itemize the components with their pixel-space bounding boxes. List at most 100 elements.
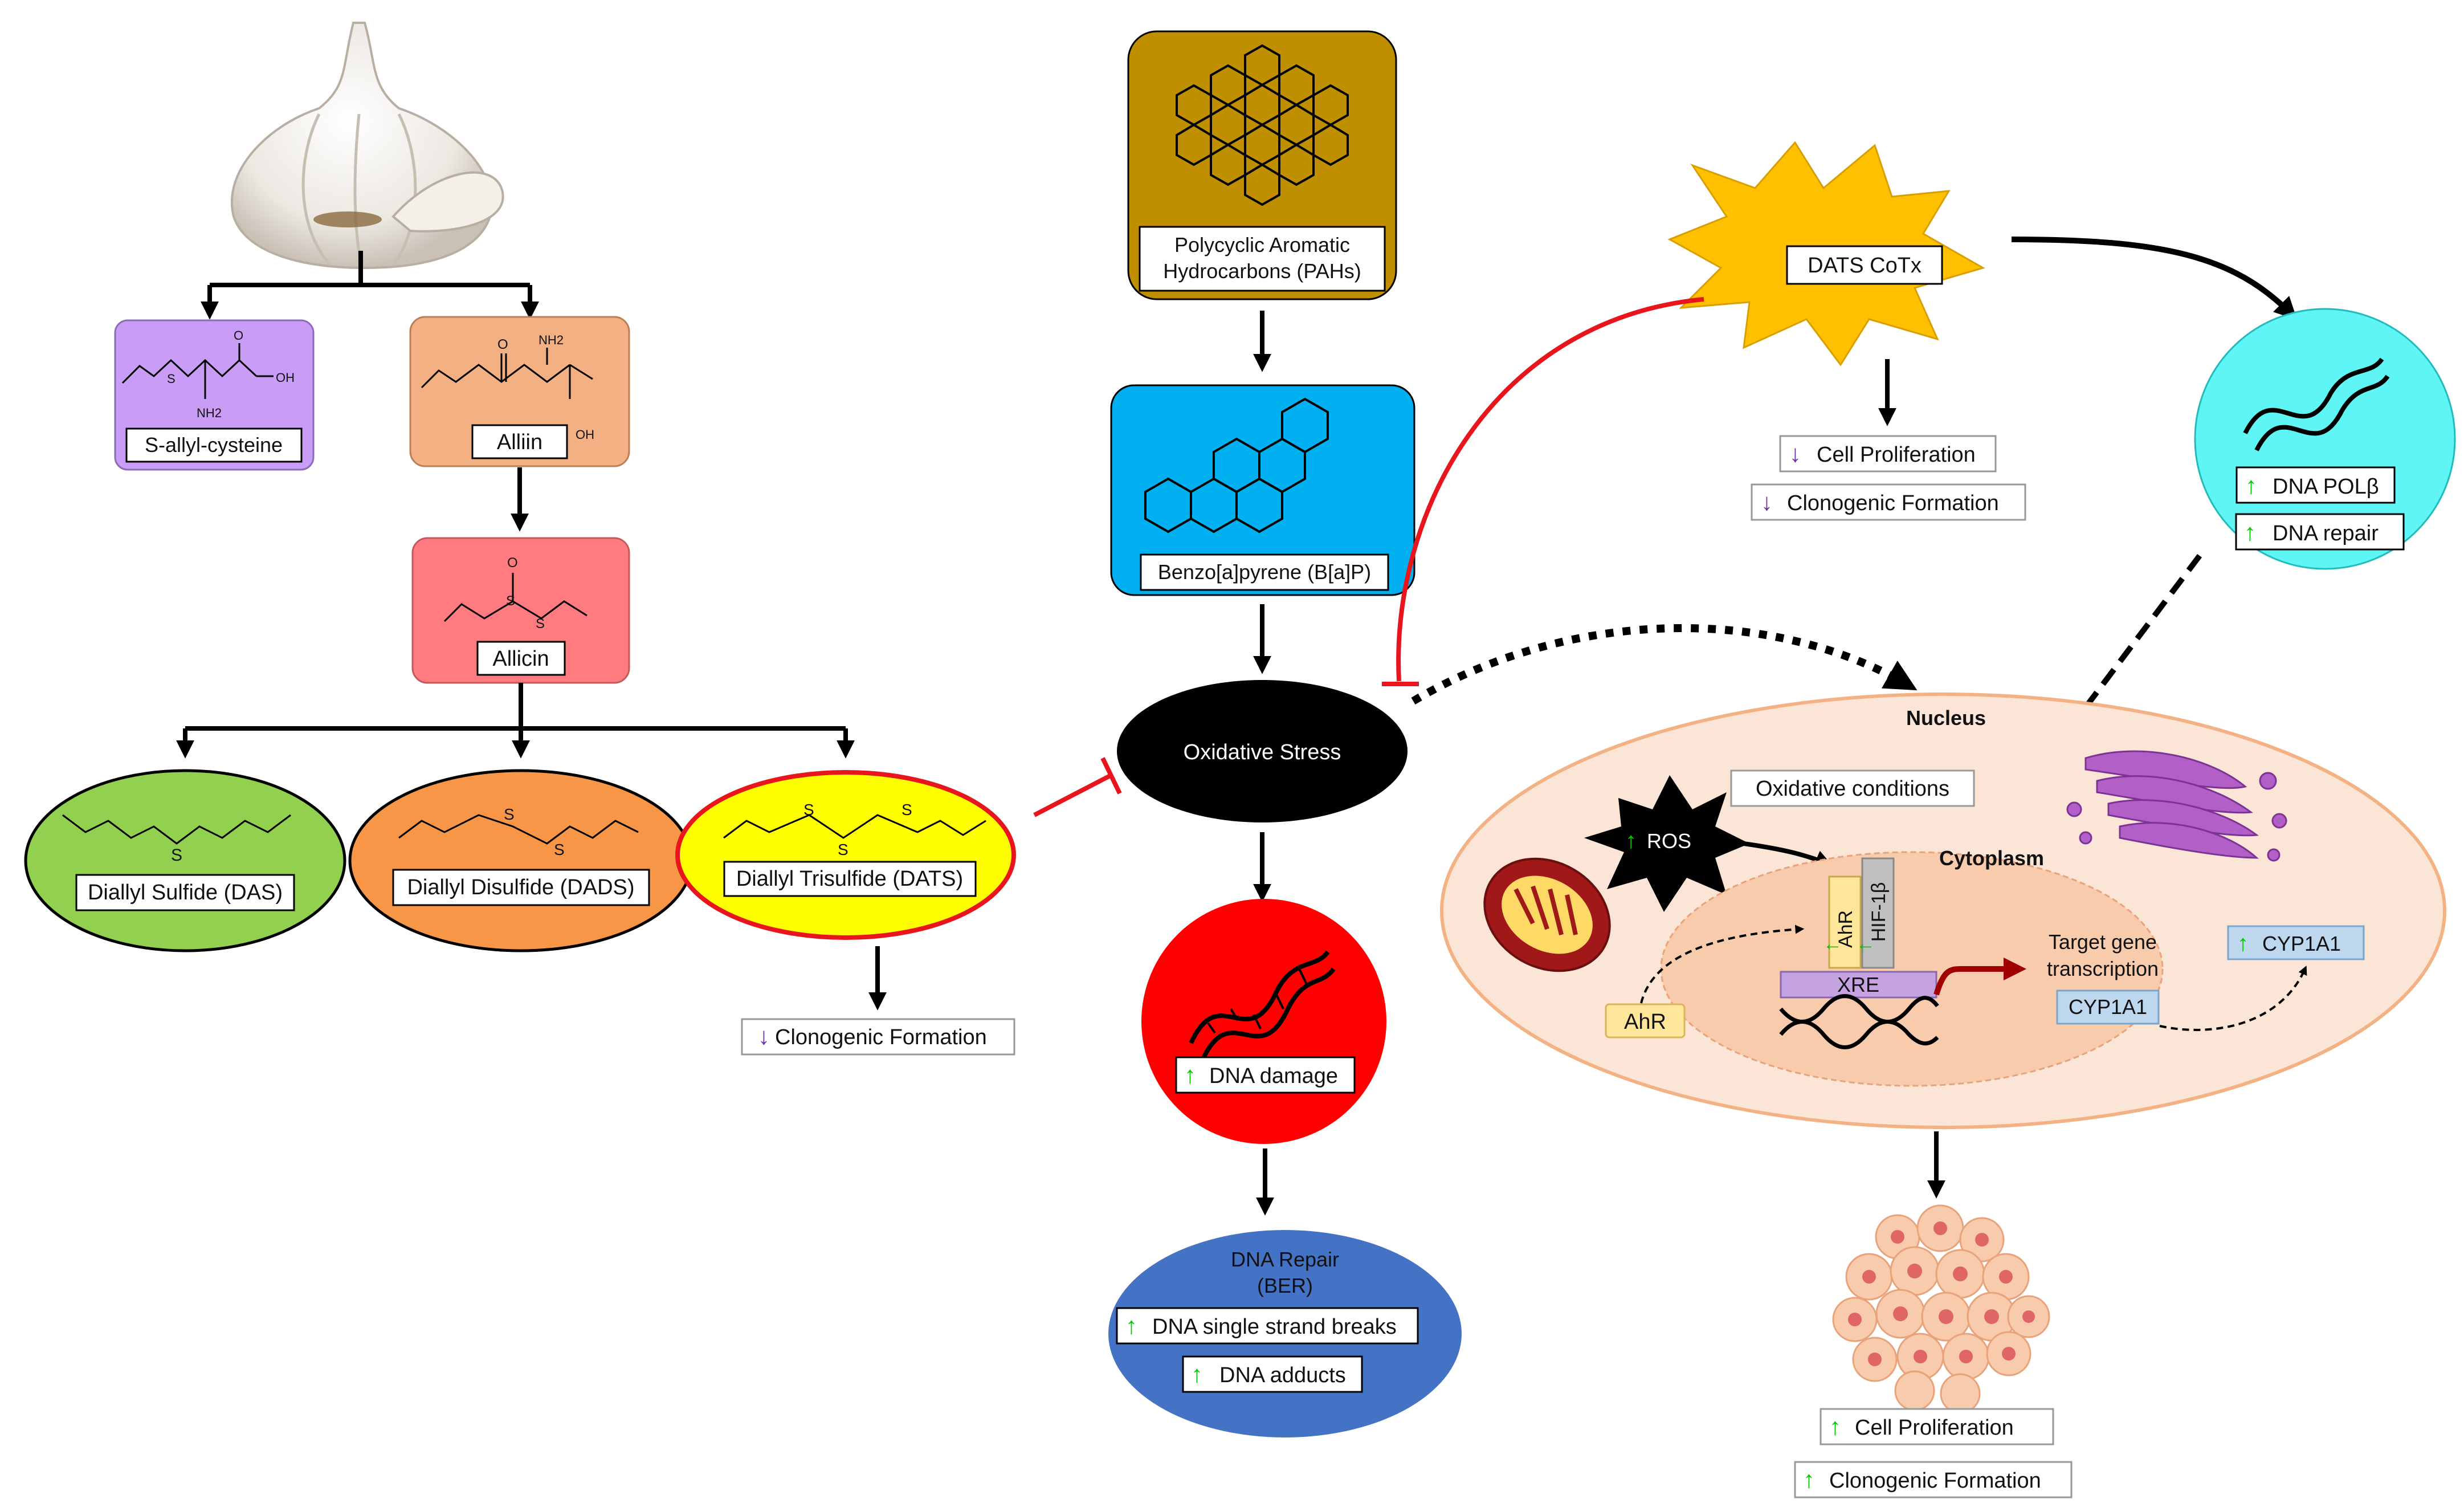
sac-o-atom: O [234,328,243,343]
arrow-cyp-outer [2159,966,2307,1031]
cotx-effect-1-text: Cell Proliferation [1817,443,1976,467]
outcome-1: ↑ Cell Proliferation [1820,1408,2054,1445]
ros-text: ROS [1647,829,1691,853]
outcome-1-text: Cell Proliferation [1855,1416,2014,1440]
tumor-cells-icon [1832,1204,2050,1414]
ros-arrow: ↑ [1625,828,1637,853]
alliin-oh-atom: OH [576,427,594,442]
cyp-outer-arrow: ↑ [2237,931,2249,956]
bap-label: Benzo[a]pyrene (B[a]P) [1158,560,1371,584]
dna-repair-item2-arrow: ↑ [1191,1361,1203,1387]
allicin-o-atom: O [507,555,518,571]
nucleus-label: Nucleus [1906,706,1986,730]
arrow-oxstress-nucleus [1411,624,1918,705]
transcription-arrow [1933,958,2026,996]
cotx-node: DATS CoTx [1667,141,1985,366]
arrow-cotx-pol [2011,237,2298,320]
pol-dna-helix-icon [2243,357,2390,451]
dads-s1-atom: S [504,805,515,823]
dads-s2-atom: S [554,841,565,858]
ros-node: ↑ ROS [1584,775,1749,912]
dads-node: S S Diallyl Disulfide (DADS) [348,769,693,952]
garlic-icon [230,22,504,270]
tumor-nuclei-icon [1848,1221,2035,1366]
sac-label: S-allyl-cysteine [145,433,283,457]
outcome-1-arrow: ↑ [1829,1413,1841,1440]
alliin-structure [421,348,593,399]
alliin-node: O NH2 OH Alliin [409,316,630,467]
das-node: S Diallyl Sulfide (DAS) [24,769,346,952]
sac-nh2-atom: NH2 [197,406,222,420]
cotx-effect-1: ↓ Cell Proliferation [1779,435,1997,473]
pol-node: ↑ DNA POLβ ↑ DNA repair [2194,308,2456,570]
cotx-effect-2-arrow: ↓ [1761,488,1773,515]
arrow-ahr-nucleus [1640,924,1805,1004]
dats-inhibit-line [1033,757,1122,817]
oxidative-stress-label: Oxidative Stress [1184,740,1341,764]
mitochondrion-icon [1483,857,1611,972]
dats-label: Diallyl Trisulfide (DATS) [736,867,963,891]
oxidative-conditions-label: Oxidative conditions [1756,777,1949,801]
cotx-effect-1-arrow: ↓ [1789,440,1801,467]
garlic-branch-connector [201,251,539,320]
dats-effect-text: Clonogenic Formation [775,1025,987,1049]
cotx-effect-2-text: Clonogenic Formation [1787,491,1999,515]
dna-damage-arrow: ↑ [1184,1061,1196,1088]
hif-label: HIF-1β [1868,882,1890,942]
bap-structure-icon [1144,397,1329,533]
dats-s1-atom: S [803,801,814,818]
outcome-2: ↑ Clonogenic Formation [1794,1461,2073,1498]
outcome-2-arrow: ↑ [1803,1466,1815,1493]
dats-s2-atom: S [838,841,848,858]
coronene-structure-icon [1176,44,1349,206]
target-line1: Target gene [2049,930,2157,954]
cell-node: Nucleus Oxidative conditions ↑ ROS [1440,693,2446,1129]
alliin-o-atom: O [497,337,508,352]
pah-node: Polycyclic Aromatic Hydrocarbons (PAHs) [1127,30,1397,300]
ahr-complex-up-arrow: ↑ [1821,942,1842,952]
dna-damage-text: DNA damage [1209,1064,1338,1088]
oxidative-stress-node: Oxidative Stress [1117,680,1408,822]
dna-repair-item2-text: DNA adducts [1219,1363,1346,1387]
bap-node: Benzo[a]pyrene (B[a]P) [1110,384,1415,596]
allicin-s1-atom: S [506,593,515,609]
dna-repair-item1-text: DNA single strand breaks [1152,1315,1397,1339]
sac-structure [121,343,274,399]
dna-damage-node: ↑ DNA damage [1141,899,1386,1144]
alliin-label: Alliin [497,430,542,454]
pah-label-line1: Polycyclic Aromatic [1174,233,1350,256]
dna-repair-line1: DNA Repair [1231,1248,1339,1271]
das-label: Diallyl Sulfide (DAS) [88,881,283,905]
dats-s3-atom: S [901,801,912,818]
pol-item2-text: DNA repair [2273,522,2379,545]
pah-label-line2: Hydrocarbons (PAHs) [1163,259,1361,283]
allicin-branch-connector [176,683,855,759]
xre-label: XRE [1837,973,1879,996]
allicin-node: O S S Allicin [411,537,630,684]
das-s-atom: S [171,846,182,865]
cyp-outer-text: CYP1A1 [2262,932,2341,955]
sac-node: S O OH NH2 S-allyl-cysteine [114,319,315,471]
dna-helix-icon [1189,950,1336,1061]
cotx-inhibit-curve [1382,297,1704,686]
hif-up-arrow: ↑ [1854,942,1875,952]
dats-node: S S S Diallyl Trisulfide (DATS) [675,770,1016,940]
pol-item1-text: DNA POLβ [2273,475,2379,499]
dats-effect-arrow: ↓ [758,1023,770,1049]
dads-structure [398,814,639,845]
ahr-complex-label: AhR [1835,910,1857,948]
ahr-label: AhR [1624,1010,1666,1034]
cotx-label: DATS CoTx [1808,254,1922,278]
pol-item1-arrow: ↑ [2245,472,2257,499]
golgi-icon [2066,750,2287,862]
dna-repair-node: DNA Repair (BER) ↑ DNA single strand bre… [1108,1230,1462,1437]
dats-structure [723,814,986,839]
alliin-nh2-atom: NH2 [539,333,564,347]
sac-s-atom: S [167,372,176,386]
allicin-label: Allicin [492,647,549,671]
dats-effect-box: ↓ Clonogenic Formation [741,1018,1015,1056]
cotx-effect-2: ↓ Clonogenic Formation [1751,483,2026,521]
cytoplasm-label: Cytoplasm [1939,846,2044,870]
dads-label: Diallyl Disulfide (DADS) [407,875,634,899]
